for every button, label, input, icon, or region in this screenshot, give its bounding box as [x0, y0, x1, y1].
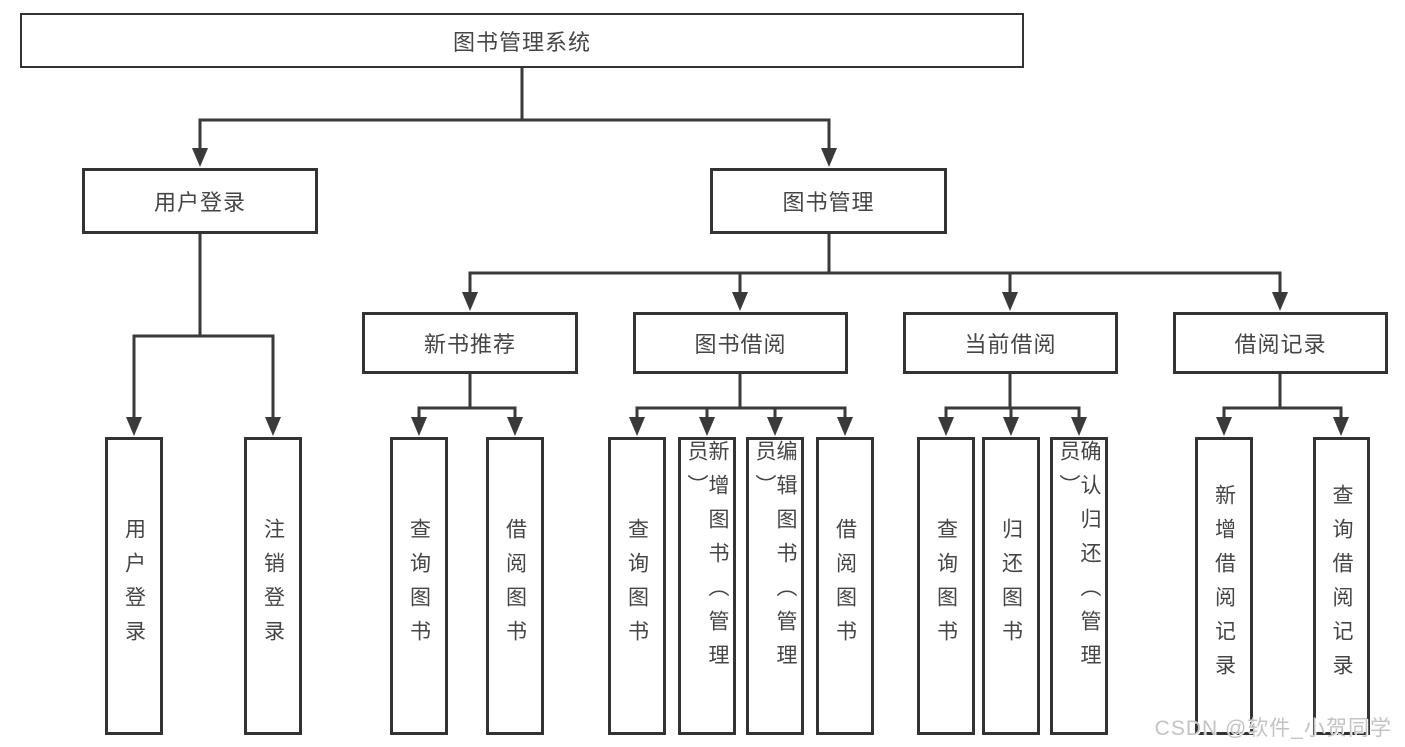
connector-user-login: [126, 232, 281, 436]
node-borrow-records: 借阅记录: [1173, 312, 1388, 374]
node-label: 查询图书: [625, 518, 649, 654]
leaf-add-borrow-record: 新增借阅记录: [1195, 437, 1253, 735]
node-book-management: 图书管理: [710, 168, 947, 234]
leaf-query-books-borrow: 查询图书: [608, 437, 666, 735]
leaf-borrow-books: 借阅图书: [816, 437, 874, 735]
node-label: 查询图书: [934, 518, 958, 654]
csdn-watermark: CSDN @软件_小贺同学: [1154, 717, 1392, 740]
connector-new-book-recommend: [411, 372, 523, 436]
node-new-book-recommend: 新书推荐: [362, 312, 578, 374]
node-label: 归还图书: [999, 518, 1023, 654]
node-label: 新增图书（管理员）: [685, 440, 729, 678]
leaf-edit-book-admin: 编辑图书（管理员）: [746, 437, 804, 735]
node-label: 确认归还（管理员）: [1057, 440, 1101, 678]
leaf-user-login: 用户登录: [105, 437, 163, 735]
connector-root: [192, 66, 837, 167]
node-book-borrow: 图书借阅: [633, 312, 848, 374]
node-label: 用户登录: [122, 518, 146, 654]
leaf-confirm-return-admin: 确认归还（管理员）: [1050, 437, 1108, 735]
leaf-return-books: 归还图书: [982, 437, 1040, 735]
leaf-borrow-books-recommend: 借阅图书: [486, 437, 544, 735]
node-label: 图书管理系统: [452, 29, 591, 55]
leaf-query-borrow-record: 查询借阅记录: [1313, 437, 1370, 735]
node-label: 新书推荐: [423, 332, 516, 357]
node-label: 借阅图书: [833, 518, 857, 654]
leaf-logout: 注销登录: [244, 437, 302, 735]
node-label: 用户登录: [153, 190, 246, 215]
leaf-query-books-current: 查询图书: [917, 437, 975, 735]
node-label: 查询借阅记录: [1330, 484, 1353, 688]
leaf-add-book-admin: 新增图书（管理员）: [678, 437, 736, 735]
connector-book-borrow: [629, 372, 853, 436]
connector-book-management: [462, 232, 1288, 311]
node-label: 查询图书: [407, 518, 431, 654]
node-label: 借阅图书: [503, 518, 527, 654]
node-label: 新增借阅记录: [1212, 484, 1236, 688]
leaf-query-books-recommend: 查询图书: [390, 437, 448, 735]
connector-borrow-records: [1216, 372, 1349, 436]
node-label: 注销登录: [261, 518, 285, 654]
node-user-login: 用户登录: [82, 168, 318, 234]
node-label: 编辑图书（管理员）: [753, 440, 797, 678]
node-current-borrow: 当前借阅: [903, 312, 1118, 374]
node-label: 图书借阅: [694, 332, 787, 357]
node-label: 借阅记录: [1234, 332, 1327, 357]
node-label: 当前借阅: [964, 332, 1057, 357]
node-label: 图书管理: [782, 190, 875, 215]
node-root-library-system: 图书管理系统: [20, 13, 1024, 68]
connector-current-borrow: [938, 372, 1087, 436]
